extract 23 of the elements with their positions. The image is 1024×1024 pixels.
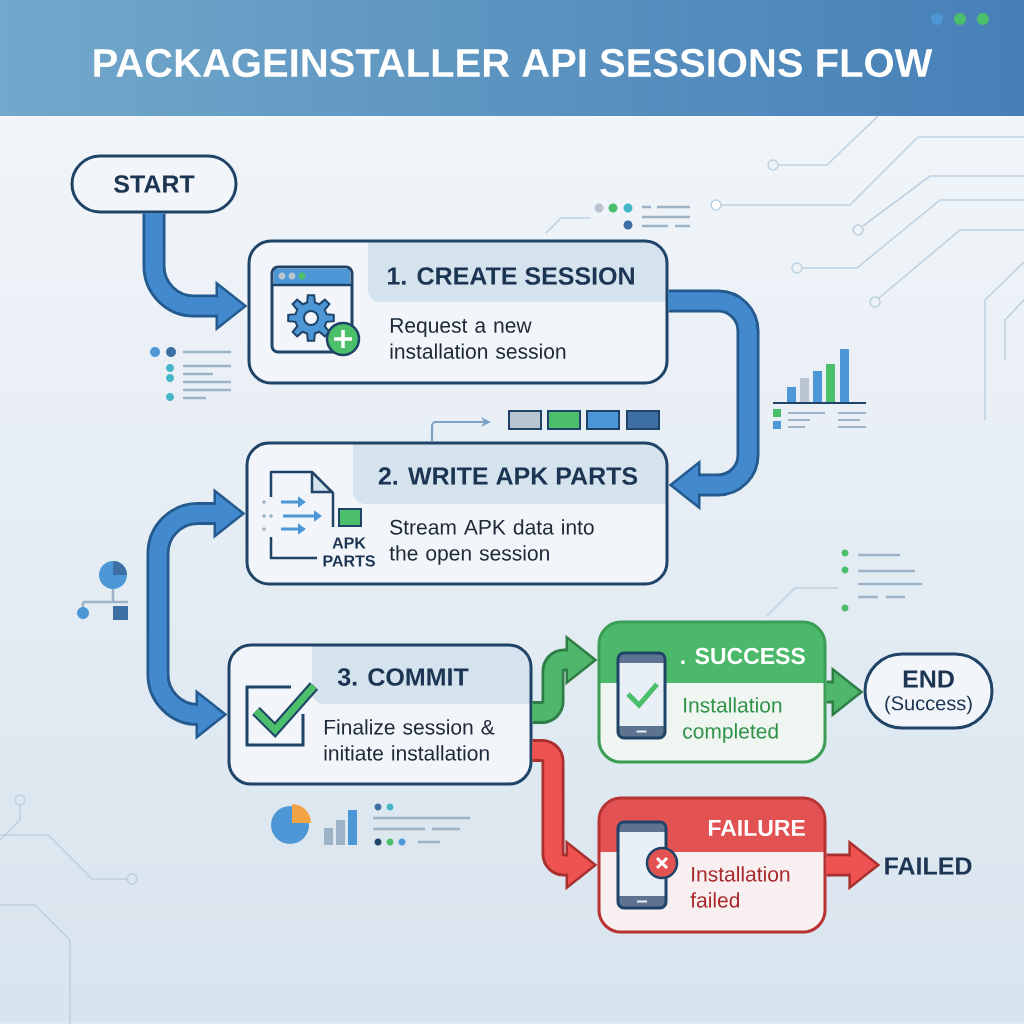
step-title: 3. COMMIT [337,668,469,686]
status-title: FAILURE [708,820,805,837]
step-description: Request a new installation session [390,318,566,359]
process-box [247,239,669,385]
step-title: 2. WRITE APK PARTS [378,467,638,485]
process-box [227,643,533,786]
step-title: 1. CREATE SESSION [388,267,634,285]
step-description: Stream APK data into the open session [389,519,594,565]
terminal-note: (Success) [885,695,972,715]
step-description: Finalize session & initiate installation [324,719,495,761]
end-label: FAILED [885,857,972,875]
terminal-pill: START [70,154,238,214]
status-description: Installation failed [690,866,790,908]
process-box [245,441,669,586]
icon-caption: APK PARTS [323,537,375,567]
terminal-title: END [903,670,954,688]
status-box [597,796,827,934]
arrow [668,289,760,511]
terminal-pill [863,652,994,730]
status-title: . SUCCESS [681,647,805,665]
status-description: Installation completed [683,697,782,743]
status-box [597,620,827,764]
title: PACKAGEINSTALLER API SESSIONS FLOW [94,48,933,78]
